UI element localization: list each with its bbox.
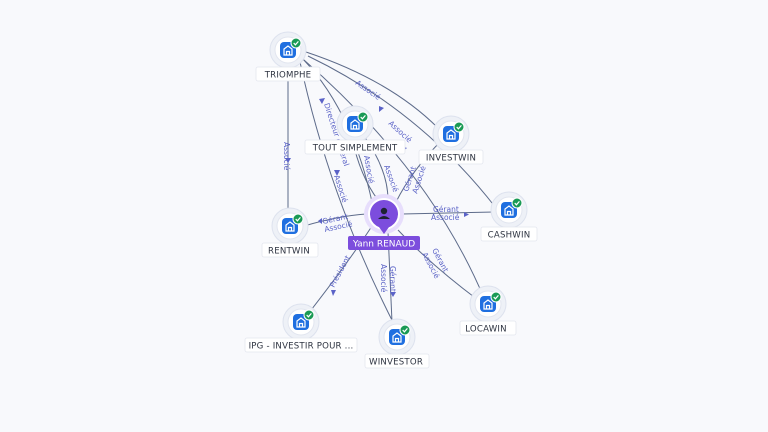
edge-label-ipg-person: Président	[328, 254, 352, 289]
label-box	[480, 226, 538, 242]
verified-check-icon	[303, 309, 315, 321]
verified-check-icon	[399, 324, 411, 336]
person-name-label: Yann RENAUD	[352, 240, 415, 250]
edge-triomphe-investwin	[305, 51, 439, 129]
person-pin-tail	[379, 227, 389, 234]
label-box	[418, 149, 484, 165]
node-label-cashwin: CASHWIN	[488, 231, 531, 241]
node-triomphe[interactable]: TRIOMPHE	[255, 31, 321, 82]
edge-cashwin-person	[401, 211, 495, 215]
verified-check-icon	[292, 213, 304, 225]
company-nodes: TRIOMPHE TOUT SIMPLEMENT	[244, 31, 538, 369]
person-icon	[378, 207, 390, 219]
edge-labels: Associé Directeur général Associé Associ…	[282, 78, 469, 297]
edge-label-triomphe-rentwin: Associé	[282, 142, 291, 171]
arrow-winvestor-person	[390, 292, 396, 297]
node-label-locawin: LOCAWIN	[465, 325, 507, 335]
edge-label-cashwin-person-2: Associé	[431, 213, 460, 222]
arrow-triomphe-rentwin	[285, 158, 291, 163]
verified-check-icon	[290, 37, 302, 49]
edge-label-cashwin-person-1: Gérant	[433, 205, 459, 214]
verified-check-icon	[511, 197, 523, 209]
edge-label-winvestor-person-1: Gérant	[388, 266, 397, 292]
label-box	[255, 66, 321, 82]
label-box	[244, 337, 358, 353]
node-person-yann-renaud[interactable]: Yann RENAUD	[348, 194, 420, 250]
edge-rentwin-person	[303, 213, 367, 227]
label-box	[459, 320, 517, 336]
edge-triomphe-winvestor	[299, 61, 397, 329]
arrow-triomphe-person	[319, 98, 325, 104]
node-ipg[interactable]: IPG - INVESTIR POUR ...	[244, 303, 358, 353]
arrow-rentwin-person	[318, 218, 322, 224]
label-box	[364, 353, 430, 369]
edge-triomphe-cashwin	[307, 55, 497, 209]
edge-label-winvestor-person-2: Associé	[379, 264, 388, 293]
arrow-ipg-person	[331, 290, 336, 296]
node-cashwin[interactable]: CASHWIN	[480, 191, 538, 242]
node-investwin[interactable]: INVESTWIN	[418, 115, 484, 165]
edge-ipg-person	[307, 225, 373, 315]
node-label-winvestor: WINVESTOR	[369, 358, 423, 368]
node-locawin[interactable]: LOCAWIN	[459, 285, 517, 336]
edge-label-triomphe-investwin: Associé	[354, 78, 383, 102]
arrow-triomphe-winvestor	[334, 170, 340, 176]
verified-check-icon	[453, 121, 465, 133]
node-label-triomphe: TRIOMPHE	[264, 71, 312, 81]
node-label-rentwin: RENTWIN	[268, 247, 310, 257]
arrow-cashwin-person	[464, 212, 469, 217]
label-box	[261, 242, 319, 258]
person-label-box	[348, 236, 420, 250]
node-label-ipg: IPG - INVESTIR POUR ...	[249, 342, 354, 352]
verified-check-icon	[490, 291, 502, 303]
node-tout-simplement[interactable]: TOUT SIMPLEMENT	[304, 105, 406, 155]
node-winvestor[interactable]: WINVESTOR	[364, 318, 430, 369]
label-box	[304, 139, 406, 155]
node-label-tout-simplement: TOUT SIMPLEMENT	[312, 144, 398, 154]
arrow-triomphe-investwin	[379, 106, 384, 112]
node-label-investwin: INVESTWIN	[426, 154, 476, 164]
verified-check-icon	[357, 111, 369, 123]
node-rentwin[interactable]: RENTWIN	[261, 207, 319, 258]
edge-label-triomphe-winvestor: Associé	[332, 174, 349, 204]
